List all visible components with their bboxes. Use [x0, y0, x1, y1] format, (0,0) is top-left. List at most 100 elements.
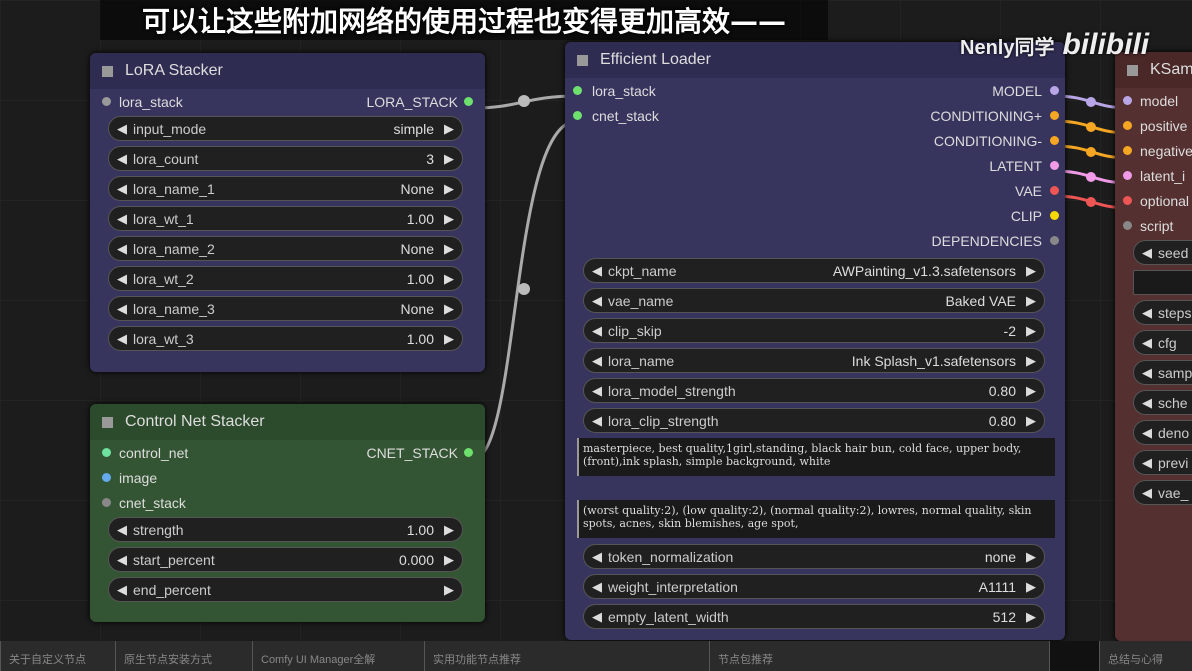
arrow-right-icon[interactable]: ▶	[1026, 548, 1036, 564]
arrow-left-icon[interactable]: ◀	[592, 292, 602, 308]
input-dot-icon[interactable]	[102, 498, 111, 507]
input-dot-icon[interactable]	[102, 473, 111, 482]
arrow-left-icon[interactable]: ◀	[1142, 484, 1152, 500]
input-slot-latent-i[interactable]: latent_i	[1123, 163, 1192, 188]
input-dot-icon[interactable]	[573, 111, 582, 120]
widget-seed[interactable]: ◀seed	[1133, 240, 1192, 265]
output-dot-icon[interactable]	[1050, 211, 1059, 220]
widget-previ[interactable]: ◀previ	[1133, 450, 1192, 475]
node-title[interactable]: Control Net Stacker	[90, 404, 485, 440]
arrow-left-icon[interactable]: ◀	[117, 180, 127, 196]
arrow-left-icon[interactable]: ◀	[117, 300, 127, 316]
output-dot-icon[interactable]	[1050, 111, 1059, 120]
arrow-left-icon[interactable]: ◀	[117, 551, 127, 567]
input-dot-icon[interactable]	[1123, 121, 1132, 130]
arrow-left-icon[interactable]: ◀	[117, 210, 127, 226]
input-dot-icon[interactable]	[1123, 96, 1132, 105]
collapse-icon[interactable]	[577, 54, 588, 66]
arrow-left-icon[interactable]: ◀	[1142, 244, 1152, 260]
chapter-1[interactable]: 原生节点安装方式	[115, 641, 252, 671]
positive-prompt-textarea[interactable]: masterpiece, best quality,1girl,standing…	[577, 438, 1055, 476]
chapter-0[interactable]: 关于自定义节点	[0, 641, 115, 671]
arrow-right-icon[interactable]: ▶	[1026, 352, 1036, 368]
output-slot-1[interactable]: CONDITIONING+	[930, 103, 1059, 128]
arrow-left-icon[interactable]: ◀	[1142, 334, 1152, 350]
output-dot-icon[interactable]	[1050, 86, 1059, 95]
input-slot-optional[interactable]: optional	[1123, 188, 1192, 213]
output-slot-2[interactable]: CONDITIONING-	[930, 128, 1059, 153]
arrow-left-icon[interactable]: ◀	[1142, 454, 1152, 470]
widget-sche[interactable]: ◀sche	[1133, 390, 1192, 415]
node-title[interactable]: LoRA Stacker	[90, 53, 485, 89]
output-dot-icon[interactable]	[1050, 186, 1059, 195]
output-slot-0[interactable]: MODEL	[930, 78, 1059, 103]
chapter-5[interactable]	[1049, 641, 1099, 671]
arrow-right-icon[interactable]: ▶	[444, 240, 454, 256]
arrow-left-icon[interactable]: ◀	[592, 382, 602, 398]
arrow-left-icon[interactable]: ◀	[117, 270, 127, 286]
arrow-right-icon[interactable]: ▶	[1026, 292, 1036, 308]
arrow-left-icon[interactable]: ◀	[592, 262, 602, 278]
arrow-left-icon[interactable]: ◀	[117, 120, 127, 136]
arrow-right-icon[interactable]: ▶	[444, 521, 454, 537]
arrow-right-icon[interactable]: ▶	[1026, 578, 1036, 594]
output-dot-icon[interactable]	[464, 97, 473, 106]
chapter-6[interactable]: 总结与心得	[1099, 641, 1192, 671]
arrow-right-icon[interactable]: ▶	[444, 300, 454, 316]
arrow-right-icon[interactable]: ▶	[1026, 322, 1036, 338]
input-dot-icon[interactable]	[1123, 146, 1132, 155]
input-slot-model[interactable]: model	[1123, 88, 1192, 113]
output-dot-icon[interactable]	[1050, 236, 1059, 245]
arrow-right-icon[interactable]: ▶	[444, 581, 454, 597]
collapse-icon[interactable]	[102, 65, 113, 77]
collapse-icon[interactable]	[1127, 64, 1138, 76]
arrow-right-icon[interactable]: ▶	[444, 330, 454, 346]
collapse-icon[interactable]	[102, 416, 113, 428]
arrow-right-icon[interactable]: ▶	[444, 551, 454, 567]
input-slot-positive[interactable]: positive	[1123, 113, 1192, 138]
arrow-right-icon[interactable]: ▶	[444, 120, 454, 136]
arrow-left-icon[interactable]: ◀	[1142, 364, 1152, 380]
output-slot-4[interactable]: VAE	[930, 178, 1059, 203]
widget-steps[interactable]: ◀steps	[1133, 300, 1192, 325]
input-dot-icon[interactable]	[102, 448, 111, 457]
arrow-right-icon[interactable]: ▶	[444, 270, 454, 286]
widget-seed-value[interactable]	[1133, 270, 1192, 295]
node-title[interactable]: Efficient Loader	[565, 42, 1065, 78]
arrow-left-icon[interactable]: ◀	[117, 581, 127, 597]
negative-prompt-textarea[interactable]: (worst quality:2), (low quality:2), (nor…	[577, 500, 1055, 538]
arrow-left-icon[interactable]: ◀	[117, 330, 127, 346]
arrow-left-icon[interactable]: ◀	[117, 150, 127, 166]
output-slot-5[interactable]: CLIP	[930, 203, 1059, 228]
widget-samp[interactable]: ◀samp	[1133, 360, 1192, 385]
widget-deno[interactable]: ◀deno	[1133, 420, 1192, 445]
output-slot-6[interactable]: DEPENDENCIES	[930, 228, 1059, 253]
arrow-left-icon[interactable]: ◀	[117, 521, 127, 537]
arrow-right-icon[interactable]: ▶	[1026, 262, 1036, 278]
input-slot-cnet-stack[interactable]: cnet_stack	[102, 490, 473, 515]
input-dot-icon[interactable]	[102, 97, 111, 106]
arrow-left-icon[interactable]: ◀	[1142, 304, 1152, 320]
widget-end-percent[interactable]: ◀end_percent▶	[108, 577, 463, 602]
arrow-left-icon[interactable]: ◀	[592, 412, 602, 428]
